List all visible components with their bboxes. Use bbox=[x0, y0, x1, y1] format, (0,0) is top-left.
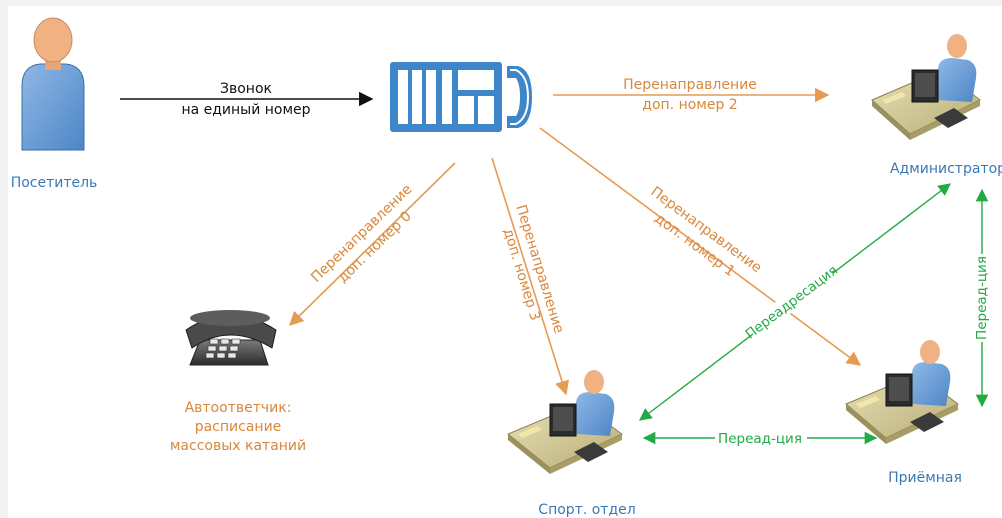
edge-sport-reception-label-bg bbox=[715, 429, 807, 447]
visitor-label: Посетитель bbox=[11, 175, 98, 191]
answering-machine-label-1: Автоответчик: bbox=[185, 400, 292, 416]
edge-call-label-2: на единый номер bbox=[181, 102, 310, 118]
reception-label: Приёмная bbox=[888, 470, 962, 486]
edge-to-sport bbox=[491, 157, 569, 396]
pbx-icon bbox=[390, 62, 532, 132]
edge-to-admin-label-1: Перенаправление bbox=[623, 77, 757, 93]
edge-to-admin-label-2: доп. номер 2 bbox=[642, 97, 737, 113]
reception-workstation-icon bbox=[845, 340, 959, 444]
edge-to-answering bbox=[288, 162, 456, 327]
administrator-label: Администратор bbox=[890, 161, 1002, 177]
answering-machine-icon bbox=[185, 310, 277, 366]
edge-admin-reception-label-bg bbox=[972, 254, 990, 342]
administrator-workstation-icon bbox=[871, 34, 981, 140]
visitor-icon bbox=[21, 17, 85, 151]
answering-machine-label-3: массовых катаний bbox=[170, 438, 306, 454]
edge-sport-admin-label-bg bbox=[745, 264, 837, 340]
answering-machine-label-2: расписание bbox=[195, 419, 282, 435]
page-background bbox=[8, 6, 1002, 518]
edge-admin-reception-label: Переад-ция bbox=[974, 256, 990, 340]
edge-sport-reception-label: Переад-ция bbox=[718, 431, 802, 447]
sport-dept-label: Спорт. отдел bbox=[538, 502, 635, 518]
sport-dept-workstation-icon bbox=[507, 370, 623, 474]
edge-call-label-1: Звонок bbox=[220, 81, 272, 97]
